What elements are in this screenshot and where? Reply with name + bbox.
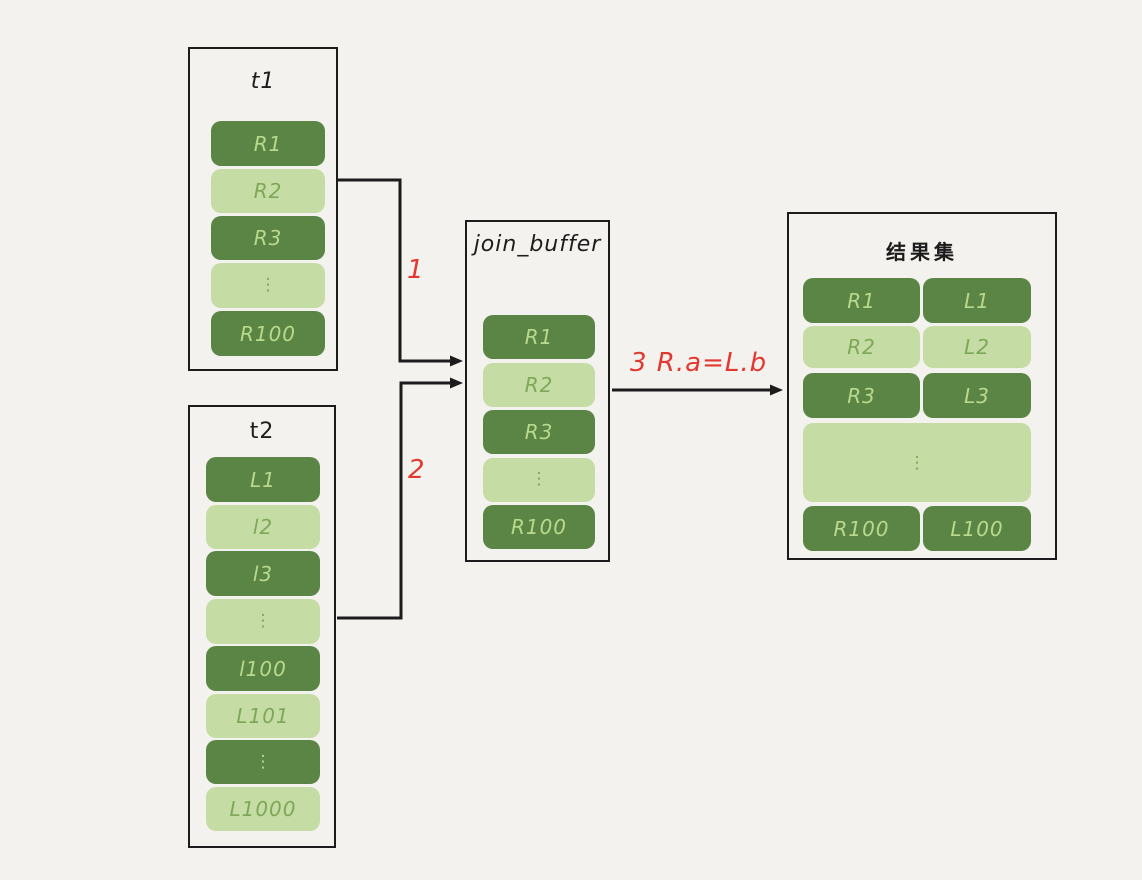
table-t2-title: t2 bbox=[249, 419, 275, 444]
ellipsis-dots: ⋮ bbox=[254, 610, 272, 631]
arrow-step1 bbox=[338, 178, 463, 367]
table-row: R3 bbox=[483, 410, 595, 454]
result-set-rows: R1 L1 R2 L2 R3 L3 ⋮ R100 L100 bbox=[803, 278, 1031, 551]
row-label: l3 bbox=[252, 561, 274, 586]
result-cell-right: L100 bbox=[923, 506, 1031, 551]
arrow-step2 bbox=[337, 377, 463, 620]
row-label: L100 bbox=[950, 516, 1004, 541]
result-cell-left: R100 bbox=[803, 506, 920, 551]
row-label: l100 bbox=[239, 656, 287, 681]
table-row: R100 bbox=[211, 311, 325, 356]
result-row: R1 L1 bbox=[803, 278, 1031, 323]
result-cell-right: L1 bbox=[923, 278, 1031, 323]
table-row: l2 bbox=[206, 504, 320, 549]
table-t1: t1 R1 R2 R3 ⋮ R100 bbox=[188, 47, 338, 371]
table-row-ellipsis: ⋮ bbox=[206, 598, 320, 644]
table-t2-rows: L1 l2 l3 ⋮ l100 L101 ⋮ L1000 bbox=[206, 457, 320, 831]
row-label: R100 bbox=[239, 321, 297, 346]
table-row: l3 bbox=[206, 551, 320, 596]
result-row: R100 L100 bbox=[803, 506, 1031, 551]
ellipsis-dots: ⋮ bbox=[259, 275, 277, 295]
row-label: L1 bbox=[964, 288, 990, 313]
ellipsis-dots: ⋮ bbox=[908, 452, 926, 473]
result-cell-right: L3 bbox=[923, 373, 1031, 418]
table-row: R2 bbox=[211, 169, 325, 213]
row-label: R100 bbox=[833, 516, 890, 541]
row-label: R2 bbox=[847, 335, 876, 359]
row-label: R2 bbox=[524, 372, 554, 397]
row-label: R2 bbox=[253, 179, 283, 203]
result-row: R2 L2 bbox=[803, 326, 1031, 368]
table-row: R2 bbox=[483, 362, 595, 407]
step1-label: 1 bbox=[407, 255, 425, 285]
table-row: R100 bbox=[483, 505, 595, 549]
ellipsis-dots: ⋮ bbox=[254, 751, 272, 772]
row-label: L3 bbox=[964, 383, 990, 408]
table-t1-rows: R1 R2 R3 ⋮ R100 bbox=[211, 121, 325, 356]
result-cell-left: R1 bbox=[803, 278, 920, 323]
step3-condition-label: 3 R.a=L.b bbox=[630, 348, 768, 378]
join-buffer-box: join_buffer R1 R2 R3 ⋮ R100 bbox=[465, 220, 610, 562]
table-row-ellipsis: ⋮ bbox=[206, 740, 320, 784]
row-label: L101 bbox=[236, 703, 290, 728]
table-row: R1 bbox=[483, 315, 595, 359]
result-set-title: 结果集 bbox=[886, 240, 958, 264]
result-row: R3 L3 bbox=[803, 373, 1031, 418]
row-label: L2 bbox=[964, 335, 990, 359]
table-row-ellipsis: ⋮ bbox=[483, 457, 595, 502]
result-cell-right: L2 bbox=[923, 326, 1031, 368]
table-row: L101 bbox=[206, 693, 320, 738]
row-label: R1 bbox=[524, 325, 554, 349]
row-label: R3 bbox=[847, 383, 876, 408]
result-row-ellipsis: ⋮ bbox=[803, 423, 1031, 502]
table-t1-title: t1 bbox=[250, 69, 276, 94]
table-row: R3 bbox=[211, 216, 325, 260]
row-label: L1000 bbox=[229, 796, 297, 821]
row-label: R1 bbox=[847, 288, 876, 313]
table-row: L1 bbox=[206, 457, 320, 502]
table-row-ellipsis: ⋮ bbox=[211, 263, 325, 308]
row-label: R3 bbox=[253, 226, 283, 250]
ellipsis-dots: ⋮ bbox=[530, 469, 548, 489]
result-cell-left: R2 bbox=[803, 326, 920, 368]
join-buffer-title: join_buffer bbox=[473, 232, 602, 257]
row-label: R100 bbox=[510, 515, 568, 539]
row-label: l2 bbox=[252, 514, 274, 539]
row-label: R1 bbox=[253, 131, 283, 156]
result-cell-left: R3 bbox=[803, 373, 920, 418]
row-label: R3 bbox=[524, 420, 554, 444]
table-row: R1 bbox=[211, 121, 325, 166]
result-set-box: 结果集 R1 L1 R2 L2 R3 L3 ⋮ R100 L100 bbox=[787, 212, 1057, 560]
row-label: L1 bbox=[250, 467, 276, 492]
step2-label: 2 bbox=[408, 455, 426, 485]
table-t2: t2 L1 l2 l3 ⋮ l100 L101 ⋮ L1000 bbox=[188, 405, 336, 848]
table-row: L1000 bbox=[206, 786, 320, 831]
table-row: l100 bbox=[206, 646, 320, 691]
join-buffer-rows: R1 R2 R3 ⋮ R100 bbox=[483, 315, 595, 549]
